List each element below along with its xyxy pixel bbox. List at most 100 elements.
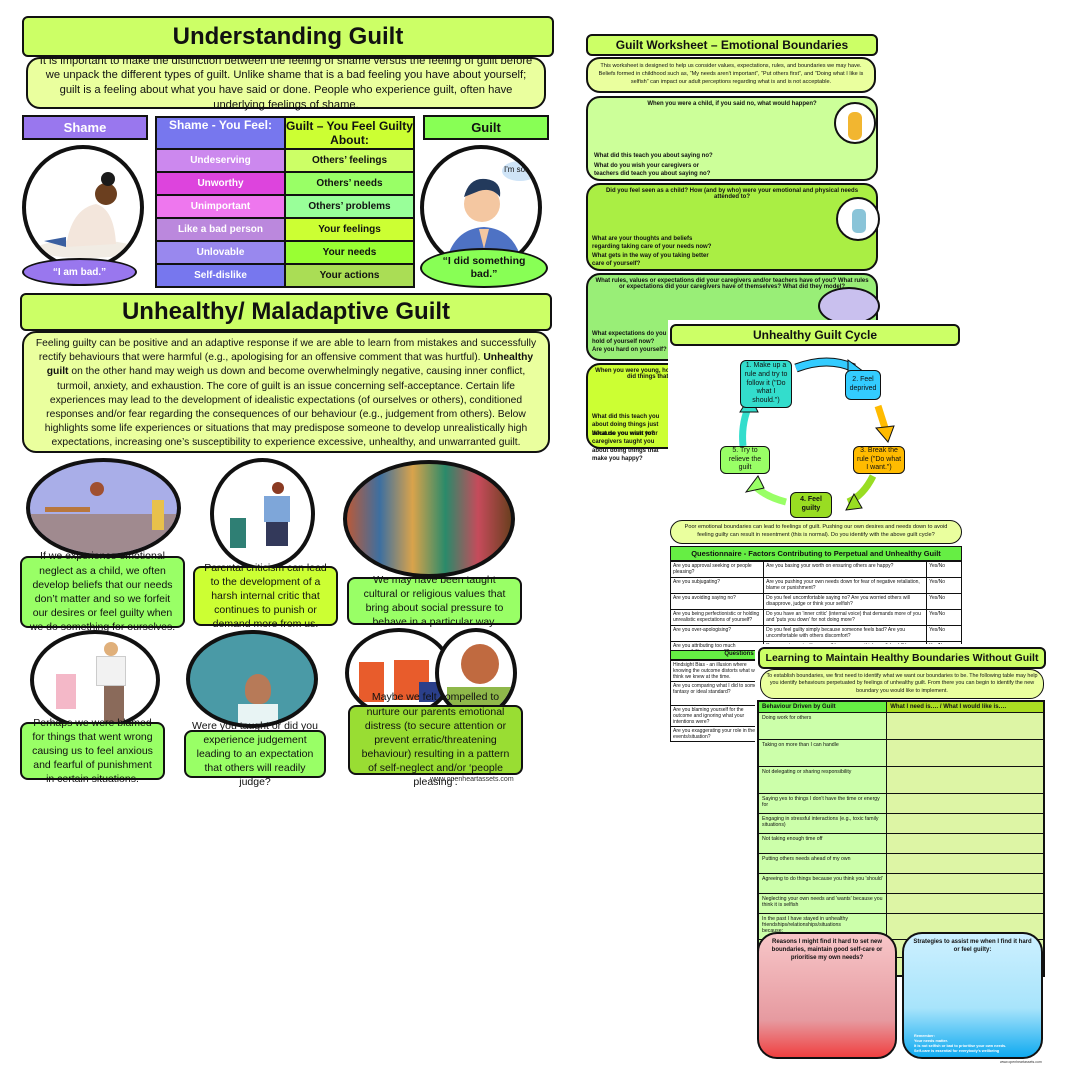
maladaptive-guilt-text: Feeling guilty can be positive and an ad…: [22, 331, 550, 453]
reasons-title: Reasons I might find it hard to set new …: [771, 939, 883, 962]
q-cell: Are you subjugating?: [669, 577, 765, 594]
cycle-note: Poor emotional boundaries can lead to fe…: [670, 520, 962, 544]
guilt-cell: Your feelings: [284, 217, 415, 242]
guilt-cycle-panel: [668, 320, 964, 520]
q-cell: Do you feel uncomfortable saying no? Are…: [763, 593, 928, 610]
behaviour-cell: Engaging in stressful interactions (e.g.…: [757, 813, 888, 834]
need-input-cell[interactable]: [886, 853, 1045, 874]
behaviour-cell: Taking on more than I can handle: [757, 739, 888, 767]
boundaries-title: Learning to Maintain Healthy Boundaries …: [758, 647, 1046, 669]
shame-cell: Unimportant: [155, 194, 286, 219]
need-input-cell[interactable]: [886, 712, 1045, 740]
q-cell: Are you comparing what I did to some fan…: [670, 681, 765, 706]
q-cell: Do you feel guilty simply because someon…: [763, 625, 928, 642]
need-input-cell[interactable]: [886, 873, 1045, 894]
questions-subtitle: Questions to: [670, 650, 765, 660]
cycle-step-4: 4. Feel guilty: [790, 492, 832, 518]
yes-no-cell[interactable]: Yes/No: [926, 625, 962, 642]
shame-cell: Self-dislike: [155, 263, 286, 288]
behaviour-cell: Not delegating or sharing responsibility: [757, 766, 888, 794]
strategies-box[interactable]: Strategies to assist me when I find it h…: [902, 932, 1043, 1059]
caption-blamed: Perhaps we were blamed for things that w…: [20, 717, 165, 785]
reasons-box[interactable]: Reasons I might find it hard to set new …: [757, 932, 897, 1059]
shame-cell: Undeserving: [155, 148, 286, 173]
q-cell: Are you exaggerating your role in the ev…: [670, 726, 765, 742]
box-prompt: What are your thoughts and beliefs regar…: [592, 236, 712, 251]
child-illustration: [834, 102, 876, 144]
need-input-cell[interactable]: [886, 793, 1045, 814]
cycle-step-1: 1. Make up a rule and try to follow it (…: [740, 360, 792, 408]
shame-label: Shame: [22, 115, 148, 140]
need-input-cell[interactable]: [886, 739, 1045, 767]
understanding-guilt-intro: It is important to make the distinction …: [26, 55, 546, 111]
yes-no-cell[interactable]: Yes/No: [926, 577, 962, 594]
need-input-cell[interactable]: [886, 833, 1045, 854]
caption-cultural-values: We may have been taught cultural or reli…: [347, 574, 522, 628]
q-cell: Are you over-apologising?: [669, 625, 765, 642]
need-input-cell[interactable]: [886, 766, 1045, 794]
guilt-quote: “I did something bad.”: [420, 248, 548, 288]
distressed-parent-illustration: [435, 628, 517, 718]
questions-sub-table: Hindsight Bias - an illusion where knowi…: [670, 660, 765, 742]
behaviour-cell: Saying yes to things I don't have the ti…: [757, 793, 888, 814]
worksheet-intro: This worksheet is designed to help us co…: [586, 57, 876, 93]
behaviour-cell: Putting others needs ahead of my own: [757, 853, 888, 874]
caption-emotional-neglect: If we experience emotional neglect as a …: [20, 550, 185, 633]
strategies-title: Strategies to assist me when I find it h…: [913, 939, 1032, 954]
worksheet-box-1: When you were a child, if you said no, w…: [586, 96, 878, 181]
cycle-step-3: 3. Break the rule ("Do what I want."): [853, 446, 905, 474]
box-prompt: What did this teach you about saying no?: [594, 153, 713, 159]
understanding-guilt-title: Understanding Guilt: [22, 16, 554, 57]
shame-illustration: [22, 145, 144, 270]
shame-quote: “I am bad.”: [22, 258, 137, 286]
worksheet-box-2: Did you feel seen as a child? How (and b…: [586, 183, 880, 271]
maladaptive-guilt-title: Unhealthy/ Maladaptive Guilt: [20, 293, 552, 331]
q-cell: Are you approval seeking or people pleas…: [669, 561, 765, 578]
remember-line: Your needs matter.: [914, 1039, 948, 1044]
shame-cell: Like a bad person: [155, 217, 286, 242]
q-cell: Are you avoiding saying no?: [669, 593, 765, 610]
questionnaire-title: Questionnaire - Factors Contributing to …: [670, 546, 962, 561]
yes-no-cell[interactable]: Yes/No: [926, 561, 962, 578]
behaviour-cell: Not taking enough time off: [757, 833, 888, 854]
q-cell: Are you being perfectionistic or holding…: [669, 609, 765, 626]
guilt-cell: Your needs: [284, 240, 415, 265]
questionnaire-table: Are you approval seeking or people pleas…: [669, 561, 962, 657]
remember-note: Remember: Your needs matter. It is not s…: [914, 1034, 1006, 1054]
yes-no-cell[interactable]: Yes/No: [926, 593, 962, 610]
box-prompt: What did this teach you about doing thin…: [592, 414, 660, 437]
behaviour-cell: Neglecting your own needs and 'wants' be…: [757, 893, 888, 914]
need-input-cell[interactable]: [886, 893, 1045, 914]
box-prompt: What expectations do you hold of yoursel…: [592, 331, 667, 346]
box-heading: When you were a child, if you said no, w…: [647, 101, 817, 107]
emotional-neglect-illustration: [26, 458, 181, 558]
text-bold: Unhealthy guilt: [46, 352, 534, 378]
need-input-cell[interactable]: [886, 813, 1045, 834]
cycle-arrows: [739, 357, 895, 511]
caption-parental-criticism: Parental criticism can lead to the devel…: [193, 562, 338, 630]
box-prompt: What gets in the way of you taking bette…: [592, 253, 709, 268]
guilt-label: Guilt: [423, 115, 549, 140]
guilt-cell: Others’ problems: [284, 194, 415, 219]
parental-criticism-illustration: [210, 458, 315, 570]
shame-header: Shame - You Feel:: [155, 116, 286, 150]
guilt-cell: Others’ feelings: [284, 148, 415, 173]
shame-guilt-table: Shame - You Feel: Guilt – You Feel Guilt…: [155, 116, 415, 288]
worksheet-title: Guilt Worksheet – Emotional Boundaries: [586, 34, 878, 56]
sitting-girl-illustration: [836, 197, 880, 241]
col-header-need: What I need is…. / What I would like is……: [886, 700, 1045, 713]
behaviour-cell: Doing work for others: [757, 712, 888, 740]
guilt-cell: Others’ needs: [284, 171, 415, 196]
caption-nurturing: Maybe we felt compelled to nurture our p…: [348, 691, 523, 788]
q-cell: Are you basing your worth on ensuring ot…: [763, 561, 928, 578]
box-prompt: Are you hard on yourself?: [592, 347, 667, 353]
text-part-a: Feeling guilty can be positive and an ad…: [35, 338, 537, 364]
yes-no-cell[interactable]: Yes/No: [926, 609, 962, 626]
q-cell: Are you blaming yourself for the outcome…: [670, 705, 765, 727]
cycle-step-2: 2. Feel deprived: [845, 370, 881, 400]
q-cell: Do you have an 'inner critic' (internal …: [763, 609, 928, 626]
cultural-values-illustration: [343, 460, 515, 578]
caption-judgement: Were you taught or did you experience ju…: [184, 720, 326, 788]
judgement-illustration: [186, 630, 318, 728]
behaviour-cell: Agreeing to do things because you think …: [757, 873, 888, 894]
